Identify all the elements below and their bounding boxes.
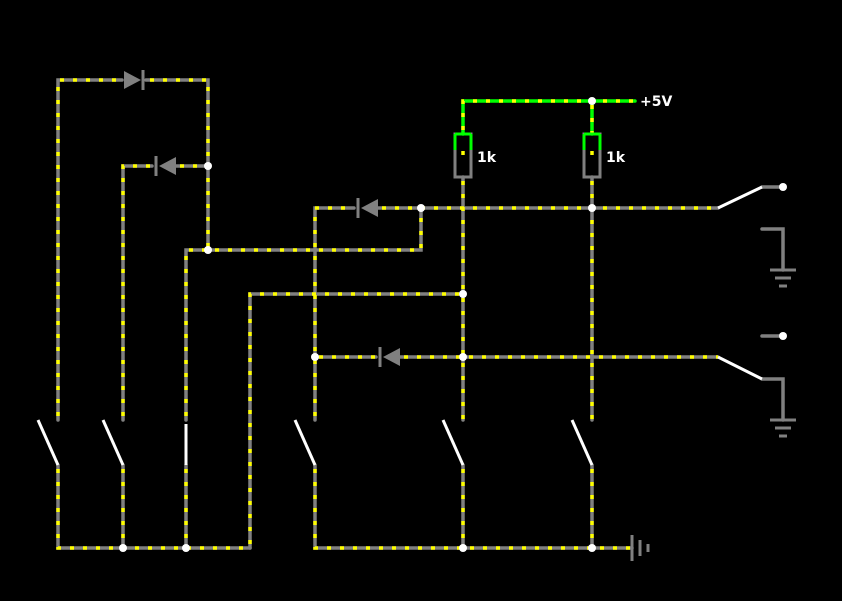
current-dots-vcc: [461, 99, 635, 134]
node: [204, 246, 212, 254]
wire-vcc-bus: [461, 99, 637, 136]
wire-bottom-right: [313, 463, 634, 550]
switch-8[interactable]: [717, 355, 763, 381]
high-wires: [461, 99, 637, 136]
switches: [36, 185, 763, 466]
ground-1: [770, 268, 796, 288]
current-dots-row-208: [313, 206, 718, 420]
node: [459, 353, 467, 361]
wire-bottom-left: [56, 463, 252, 550]
node: [204, 162, 212, 170]
resistor-r1-high-side: [453, 132, 473, 150]
resistor-r1[interactable]: 1k: [453, 132, 497, 179]
supply-voltage-label: +5V: [640, 94, 672, 110]
resistor-r2-high-side: [582, 132, 602, 150]
switch-5[interactable]: [441, 419, 465, 466]
wire-sw7-ground: [760, 227, 785, 272]
node: [417, 204, 425, 212]
node: [459, 544, 467, 552]
switch-7-contact: [779, 183, 787, 191]
wire-sw8-ground: [760, 377, 785, 422]
wire-bus-294: [248, 292, 465, 550]
switch-7[interactable]: [717, 185, 763, 210]
wire-diode-loop-inner: [121, 164, 210, 422]
resistor-r1-body: [453, 132, 473, 179]
node: [182, 544, 190, 552]
diode-4[interactable]: [378, 347, 400, 367]
diode-2-triangle: [159, 157, 176, 175]
resistor-r2-label: 1k: [606, 150, 626, 166]
node: [311, 353, 319, 361]
node: [588, 204, 596, 212]
wire-row-208: [313, 206, 720, 422]
current-dots-bottom-right: [313, 465, 632, 550]
current-dots: [56, 78, 718, 550]
node: [588, 97, 596, 105]
switch-8-contact: [779, 332, 787, 340]
node: [459, 290, 467, 298]
junction-nodes: [119, 97, 787, 552]
diode-1[interactable]: [124, 70, 145, 90]
current-dots-bus-250: [184, 208, 423, 420]
ground-2: [770, 418, 796, 438]
node: [588, 544, 596, 552]
wires: [56, 78, 785, 550]
switch-1[interactable]: [36, 419, 60, 466]
switch-6[interactable]: [570, 419, 594, 466]
resistor-r2-body: [582, 132, 602, 179]
current-dots-bus-294: [248, 292, 463, 548]
node: [119, 544, 127, 552]
wire-bus-250: [184, 206, 423, 422]
current-dots-bottom-left: [56, 465, 250, 550]
resistor-r2[interactable]: 1k: [582, 132, 626, 179]
ground-3: [630, 535, 650, 561]
diode-3[interactable]: [356, 198, 378, 218]
diode-1-triangle: [124, 71, 141, 89]
switch-4[interactable]: [293, 419, 317, 466]
current-dots-diode-loop: [56, 78, 210, 420]
current-dots-inner-loop: [121, 164, 208, 420]
diode-3-triangle: [361, 199, 378, 217]
diode-4-triangle: [383, 348, 400, 366]
switch-2[interactable]: [101, 419, 125, 466]
diode-2[interactable]: [154, 156, 176, 176]
resistor-r1-label: 1k: [477, 150, 497, 166]
